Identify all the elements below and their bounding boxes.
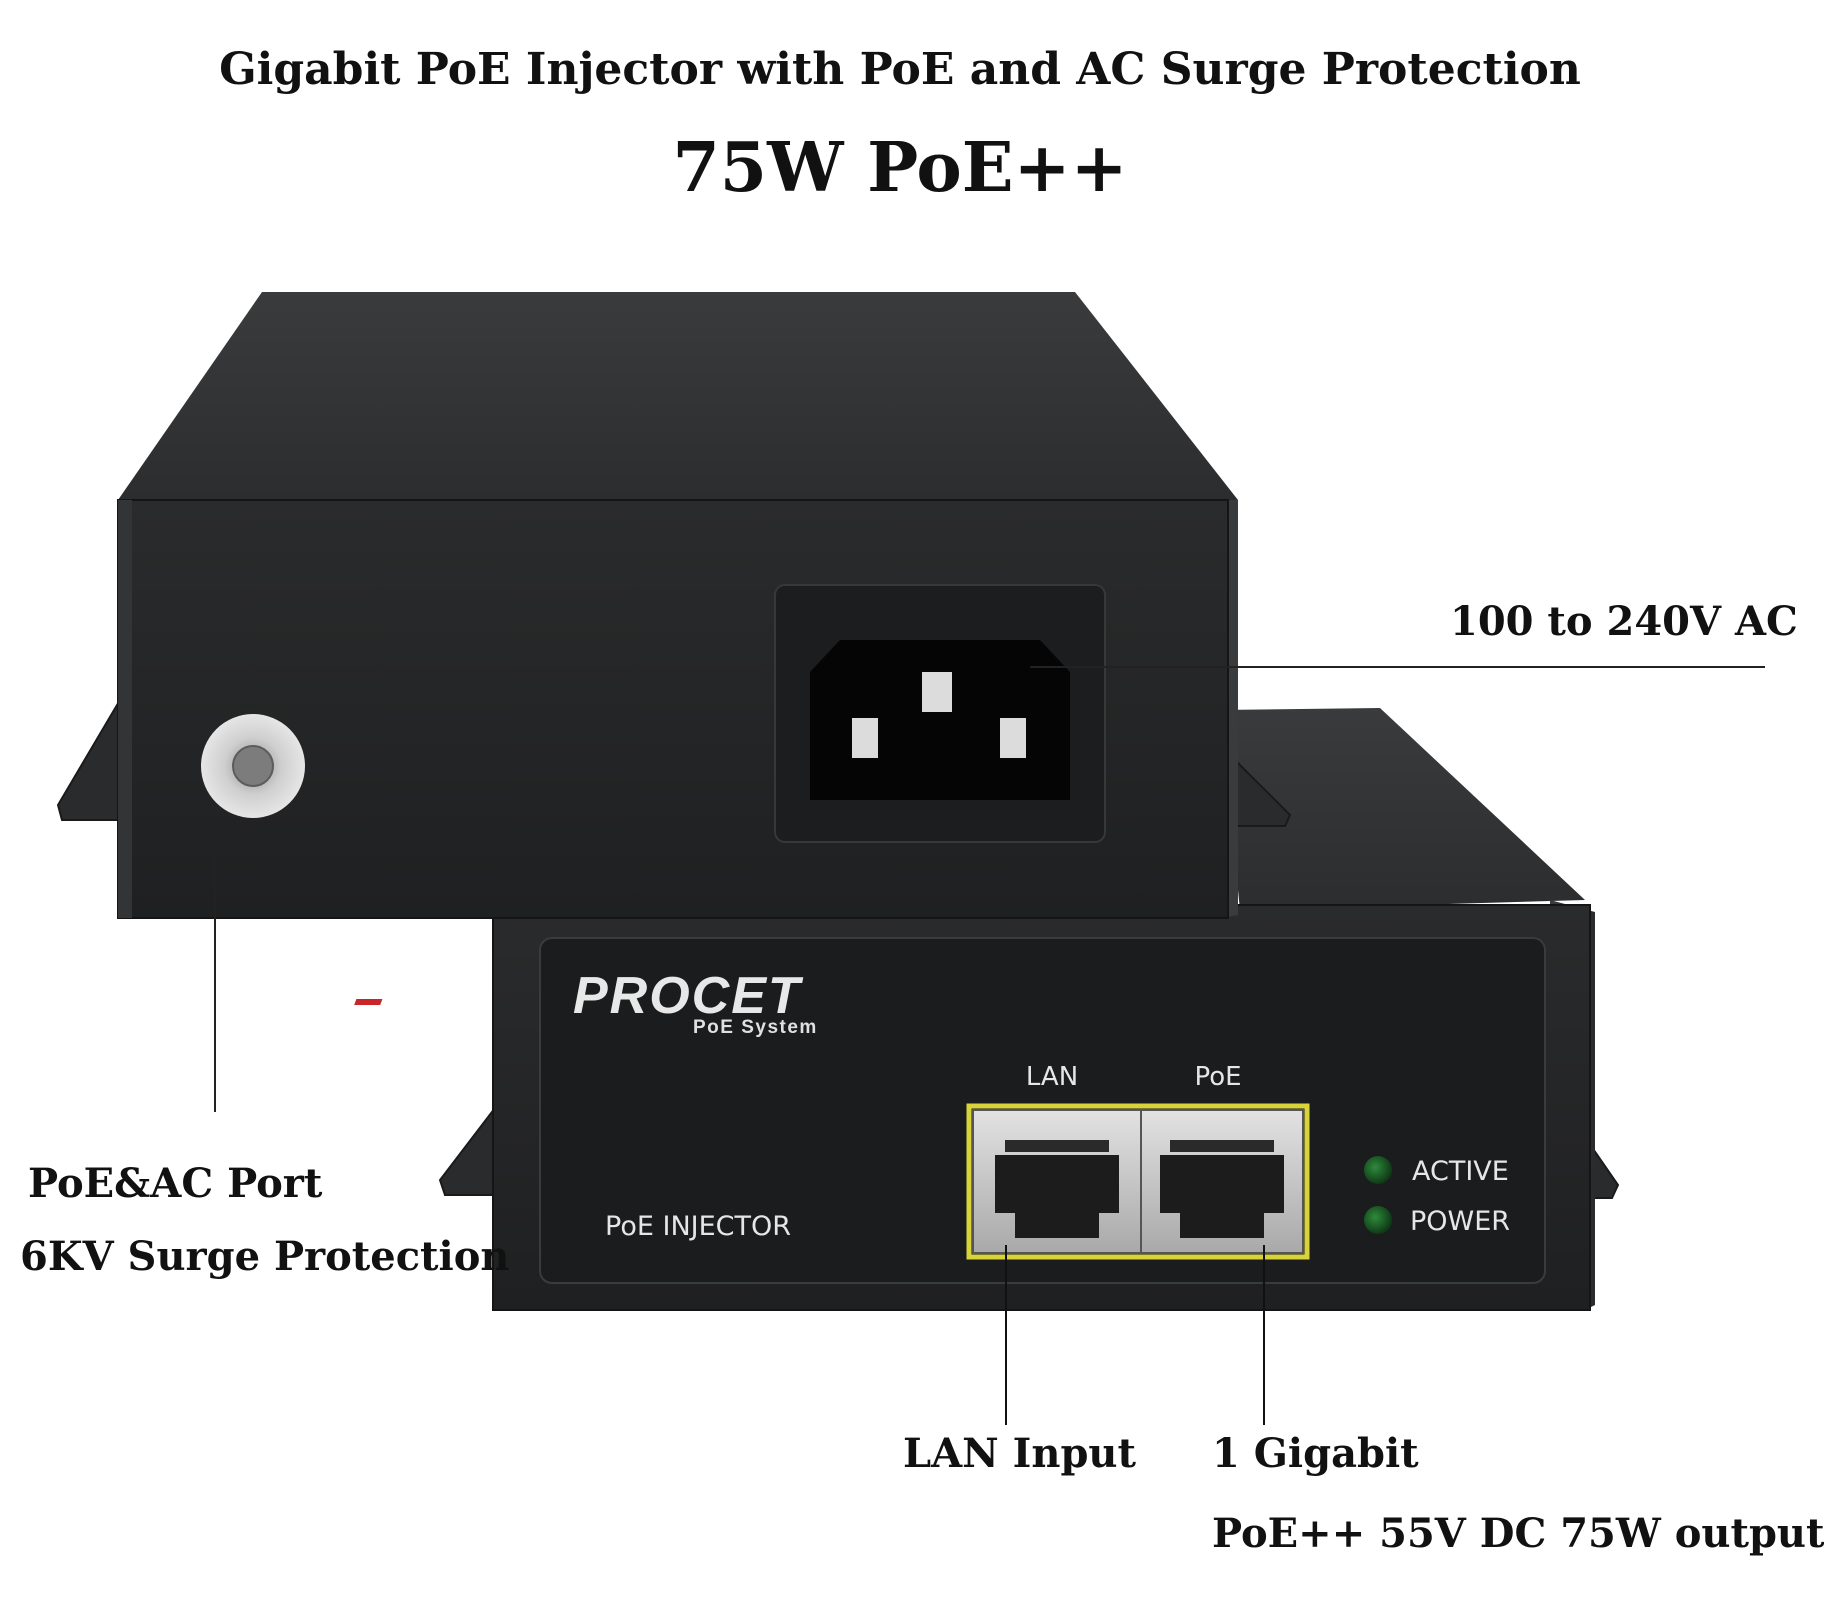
callout-gigabit: 1 Gigabit: [1212, 1430, 1419, 1477]
poe-port-label: PoE: [1194, 1062, 1241, 1092]
model-label: PoE INJECTOR: [605, 1211, 791, 1242]
active-led: [1364, 1156, 1392, 1184]
surge-port-center: [232, 745, 274, 787]
port-highlight-frame: [966, 1103, 1310, 1260]
power-led: [1364, 1206, 1392, 1234]
power-led-label: POWER: [1410, 1206, 1510, 1237]
callout-lan-input: LAN Input: [903, 1430, 1136, 1477]
lan-port: [972, 1109, 1142, 1254]
active-led-label: ACTIVE: [1412, 1156, 1509, 1187]
mounting-ear-left-lower: [438, 1105, 496, 1196]
rear-unit-back-box: PROCET PoE System PoE INJECTOR LAN PoE A…: [354, 708, 1620, 1311]
ac-pin-ground: [922, 672, 952, 712]
callout-ac-input: 100 to 240V AC: [1450, 598, 1798, 645]
brand-logo: PROCET: [573, 967, 804, 1025]
ac-inlet: [774, 584, 1106, 843]
front-unit-box: [56, 292, 1292, 919]
lan-port-label: LAN: [1026, 1062, 1078, 1092]
mounting-ear-left-upper: [56, 696, 121, 821]
page-subtitle: 75W PoE++: [672, 128, 1128, 208]
callout-surge-protection: 6KV Surge Protection: [20, 1233, 510, 1280]
rear-unit-top-face: [1220, 708, 1585, 910]
brand-tagline: PoE System: [693, 1017, 818, 1038]
front-unit-top-face: [118, 292, 1238, 500]
poe-port: [1140, 1109, 1304, 1254]
page-title: Gigabit PoE Injector with PoE and AC Sur…: [219, 44, 1581, 95]
callout-poe-output: PoE++ 55V DC 75W output: [1212, 1510, 1824, 1557]
ac-pin-right: [1000, 718, 1026, 758]
ac-pin-left: [852, 718, 878, 758]
callout-surge-port-title: PoE&AC Port: [28, 1160, 323, 1207]
front-unit-left-bevel: [118, 500, 132, 918]
logo-accent-mark: [354, 999, 383, 1005]
